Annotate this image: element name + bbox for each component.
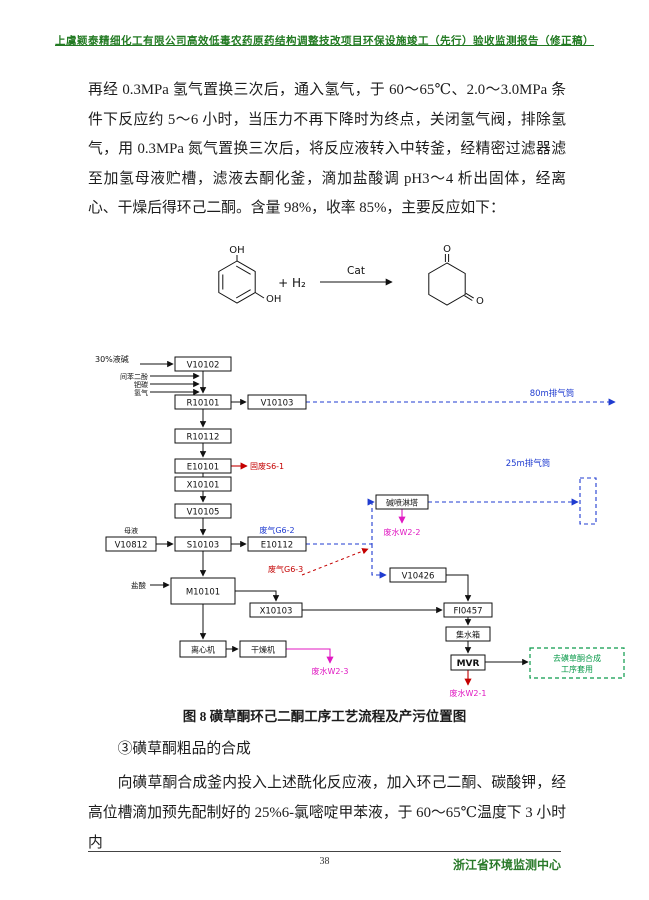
flow-box-scrubber	[375, 494, 429, 510]
page-header: 上虞颖泰精细化工有限公司高效低毒农药原药结构调整技改项目环保设施竣工（先行）验收…	[50, 33, 599, 48]
feed1-label: 间苯二酚	[120, 372, 148, 381]
flow-label-v10102: V10102	[187, 361, 220, 371]
flow-label-v10812: V10812	[115, 541, 148, 551]
flow-box-v10102	[174, 356, 232, 372]
paragraph-synthesis: 向磺草酮合成釜内投入上述酰化反应液，加入环己二酮、碳酸钾，经高位槽滴加预先配制好…	[88, 775, 566, 851]
resorcinol-structure: OH OH	[218, 245, 281, 305]
flow-label-v10103: V10103	[261, 399, 294, 409]
mother-liquor-label: 母液	[124, 526, 138, 535]
flow-label-x10101: X10101	[187, 481, 220, 491]
catalyst-label: Cat	[347, 265, 365, 277]
stack-25m-symbol	[579, 477, 597, 525]
solid-s6-1-label: 固废S6-1	[250, 461, 284, 471]
flow-box-v10426	[389, 567, 447, 583]
reuse-destination: 去磺草酮合成 工序套用	[529, 647, 625, 679]
feed2-label: 钯碳	[134, 380, 148, 389]
flow-label-e10112: E10112	[261, 541, 293, 551]
header-title: 上虞颖泰精细化工有限公司高效低毒农药原药结构调整技改项目环保设施竣工（先行）验收…	[55, 36, 594, 47]
water-w2-1-label: 废水W2-1	[450, 688, 487, 698]
flow-label-centrifuge: 离心机	[191, 645, 215, 655]
acid-feed-label: 盐酸	[131, 580, 146, 590]
flow-label-v10105: V10105	[187, 508, 220, 518]
flow-label-x10103: X10103	[260, 607, 293, 617]
flow-box-mvr	[450, 654, 486, 671]
flow-box-x10101	[174, 476, 232, 492]
feed-labels: 30%液碱 间苯二酚 钯碳 氢气 母液 盐酸	[95, 354, 200, 590]
flow-box-v10812	[105, 536, 157, 552]
water-w2-3-label: 废水W2-3	[312, 666, 349, 676]
reuse-label-1: 去磺草酮合成	[553, 653, 601, 663]
flow-box-x10103	[249, 602, 303, 618]
reuse-label-2: 工序套用	[561, 664, 593, 674]
footer-org: 浙江省环境监测中心	[452, 858, 561, 872]
flow-box-e10101	[174, 458, 232, 474]
oh-label-bottom: OH	[266, 294, 281, 305]
feed-top-label: 30%液碱	[95, 354, 129, 364]
flow-label-e10101: E10101	[187, 463, 219, 473]
flow-box-r10112	[174, 428, 232, 444]
water-w2-2-label: 废水W2-2	[384, 527, 421, 537]
oh-label-top: OH	[229, 245, 244, 256]
footer-divider	[88, 851, 561, 852]
flow-label-mvr: MVR	[457, 659, 480, 669]
flow-box-dryer	[239, 640, 287, 658]
flow-label-dryer: 干燥机	[251, 645, 275, 655]
flow-label-s10103: S10103	[187, 541, 219, 551]
flow-box-v10103	[247, 394, 307, 410]
flow-box-s10103	[174, 536, 232, 552]
stack-80m-label: 80m排气筒	[530, 388, 575, 399]
flow-box-r10101	[174, 394, 232, 410]
wastewater-lines: 废水W2-2 废水W2-1 废水W2-3	[286, 509, 486, 698]
flow-label-v10426: V10426	[402, 572, 435, 582]
o-label-right: O	[476, 296, 484, 307]
flow-label-m10101: M10101	[186, 588, 220, 598]
cyclohexanedione-structure: O O	[428, 244, 484, 307]
paragraph-process: 再经 0.3MPa 氢气置换三次后，通入氢气，于 60～65℃、2.0～3.0M…	[88, 82, 566, 216]
page-number: 38	[319, 856, 330, 867]
flow-box-fi0457	[443, 602, 493, 618]
feed3-label: 氢气	[134, 388, 148, 397]
o-label-top: O	[443, 244, 451, 255]
subsection-heading: ③磺草酮粗品的合成	[117, 741, 251, 757]
figure-caption: 图 8 磺草酮环己二酮工序工艺流程及产污位置图	[182, 709, 467, 724]
reaction-arrow: Cat	[320, 265, 393, 286]
solid-waste-lines: 固废S6-1 废气G6-3	[231, 461, 472, 686]
flow-label-r10101: R10101	[187, 399, 220, 409]
chemical-equation: OH OH + H₂ Cat O O	[218, 244, 484, 307]
stack-25m-label: 25m排气筒	[506, 458, 551, 469]
flow-label-fi0457: FI0457	[453, 607, 482, 617]
equipment-boxes: V10102 R10101 V10103 R10112 E10101 X1010…	[105, 356, 493, 671]
gas-g6-3-label: 废气G6-3	[268, 564, 303, 574]
plus-h2-label: + H₂	[278, 276, 306, 290]
flow-connectors	[156, 371, 529, 666]
flow-box-e10112	[247, 536, 307, 552]
flow-box-v10105	[174, 503, 232, 519]
flow-box-m10101	[170, 577, 236, 605]
waste-gas-lines: 80m排气筒 25m排气筒 废气G6-2	[259, 388, 616, 579]
flow-label-scrubber: 碱喷淋塔	[386, 498, 418, 508]
gas-g6-2-label: 废气G6-2	[259, 525, 294, 535]
flow-label-tank: 集水箱	[456, 630, 480, 640]
flow-box-centrifuge	[179, 640, 227, 658]
process-flow-diagram: 30%液碱 间苯二酚 钯碳 氢气 母液 盐酸	[95, 354, 625, 698]
reuse-box	[529, 647, 625, 679]
flow-label-r10112: R10112	[187, 433, 220, 443]
flow-box-tank	[445, 626, 491, 642]
